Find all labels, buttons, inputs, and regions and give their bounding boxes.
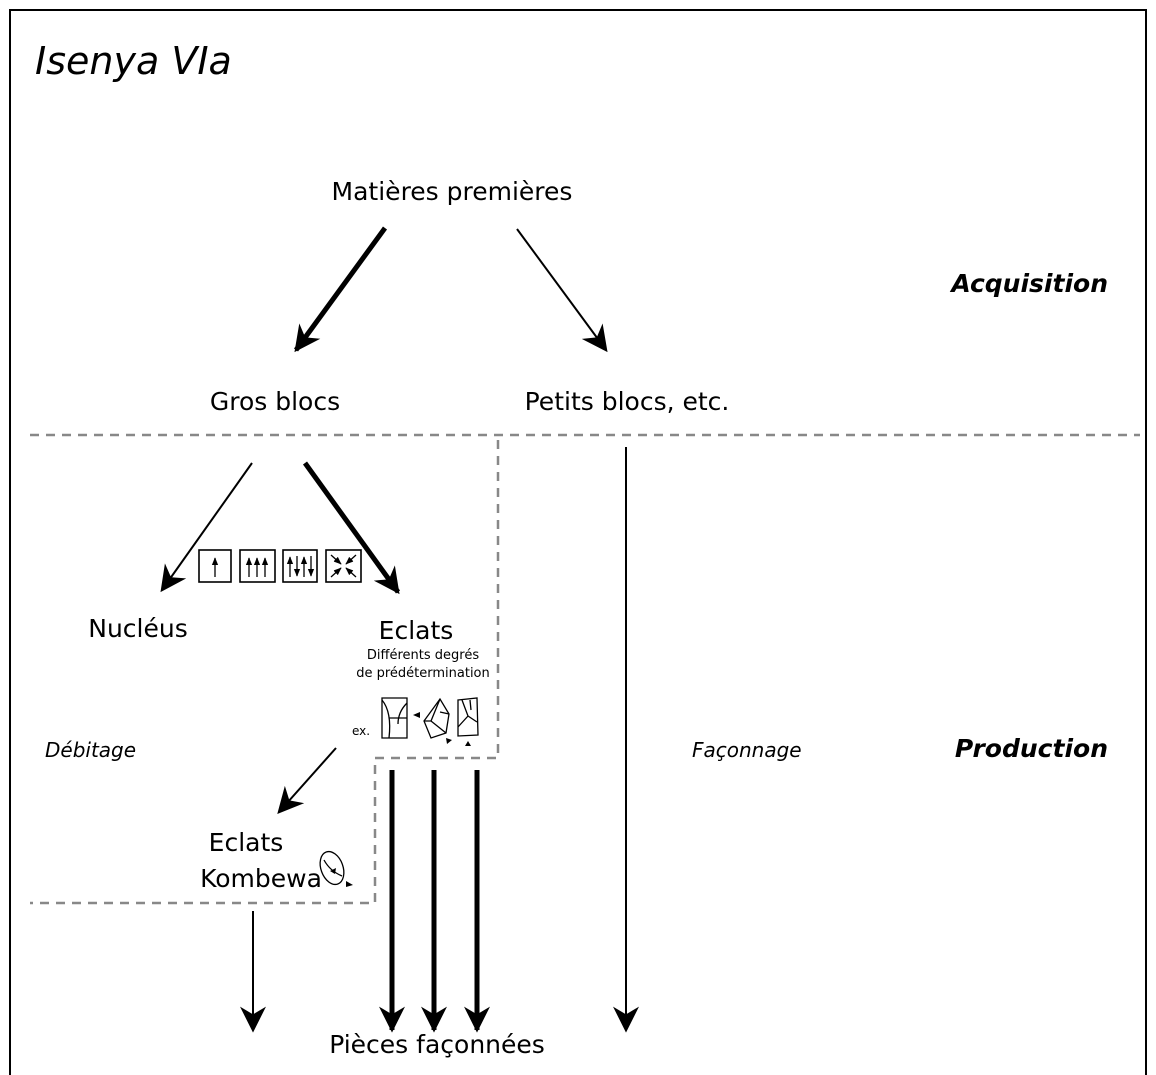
- method-label-faconnage: Façonnage: [692, 738, 802, 762]
- node-cores: Nucléus: [88, 614, 188, 643]
- debitage-zone-boundary: [30, 440, 500, 905]
- frame-border: [9, 9, 1147, 1075]
- node-flakes-note-line2: de prédétermination: [356, 666, 490, 681]
- arrow-raw-to-large-blocks: [293, 226, 388, 353]
- example-prefix: ex.: [352, 724, 370, 738]
- node-flakes: Eclats: [379, 616, 454, 645]
- arrow-raw-to-small-blocks: [516, 228, 608, 353]
- flake-example-icon-1: [381, 697, 420, 739]
- flake-example-icon-3: [457, 697, 479, 746]
- diagram-title: Isenya VIa: [35, 39, 232, 83]
- node-small-blocks: Petits blocs, etc.: [525, 387, 730, 416]
- node-kombewa-line1: Eclats: [209, 828, 284, 857]
- arrow-large-blocks-to-cores: [160, 462, 253, 593]
- node-large-blocks: Gros blocs: [210, 387, 340, 416]
- arrow-large-blocks-to-flakes: [302, 461, 401, 595]
- flake-example-icon-2: [423, 697, 452, 744]
- node-kombewa-line2: Kombewa: [200, 864, 322, 893]
- phase-label-production: Production: [955, 734, 1108, 763]
- node-flakes-note-line1: Différents degrés: [367, 648, 479, 663]
- core-icon-unidirectional: [198, 549, 232, 583]
- method-label-debitage: Débitage: [45, 738, 136, 762]
- phase-label-acquisition: Acquisition: [949, 269, 1108, 298]
- core-icon-parallel-unidirectional: [239, 549, 276, 583]
- arrow-flakes-to-kombewa: [277, 747, 337, 814]
- core-icon-bidirectional: [282, 549, 318, 583]
- core-icon-centripetal: [325, 549, 362, 583]
- node-raw-materials: Matières premières: [332, 177, 573, 206]
- node-shaped-pieces: Pièces façonnées: [329, 1030, 545, 1059]
- kombewa-flake-icon: [319, 850, 353, 887]
